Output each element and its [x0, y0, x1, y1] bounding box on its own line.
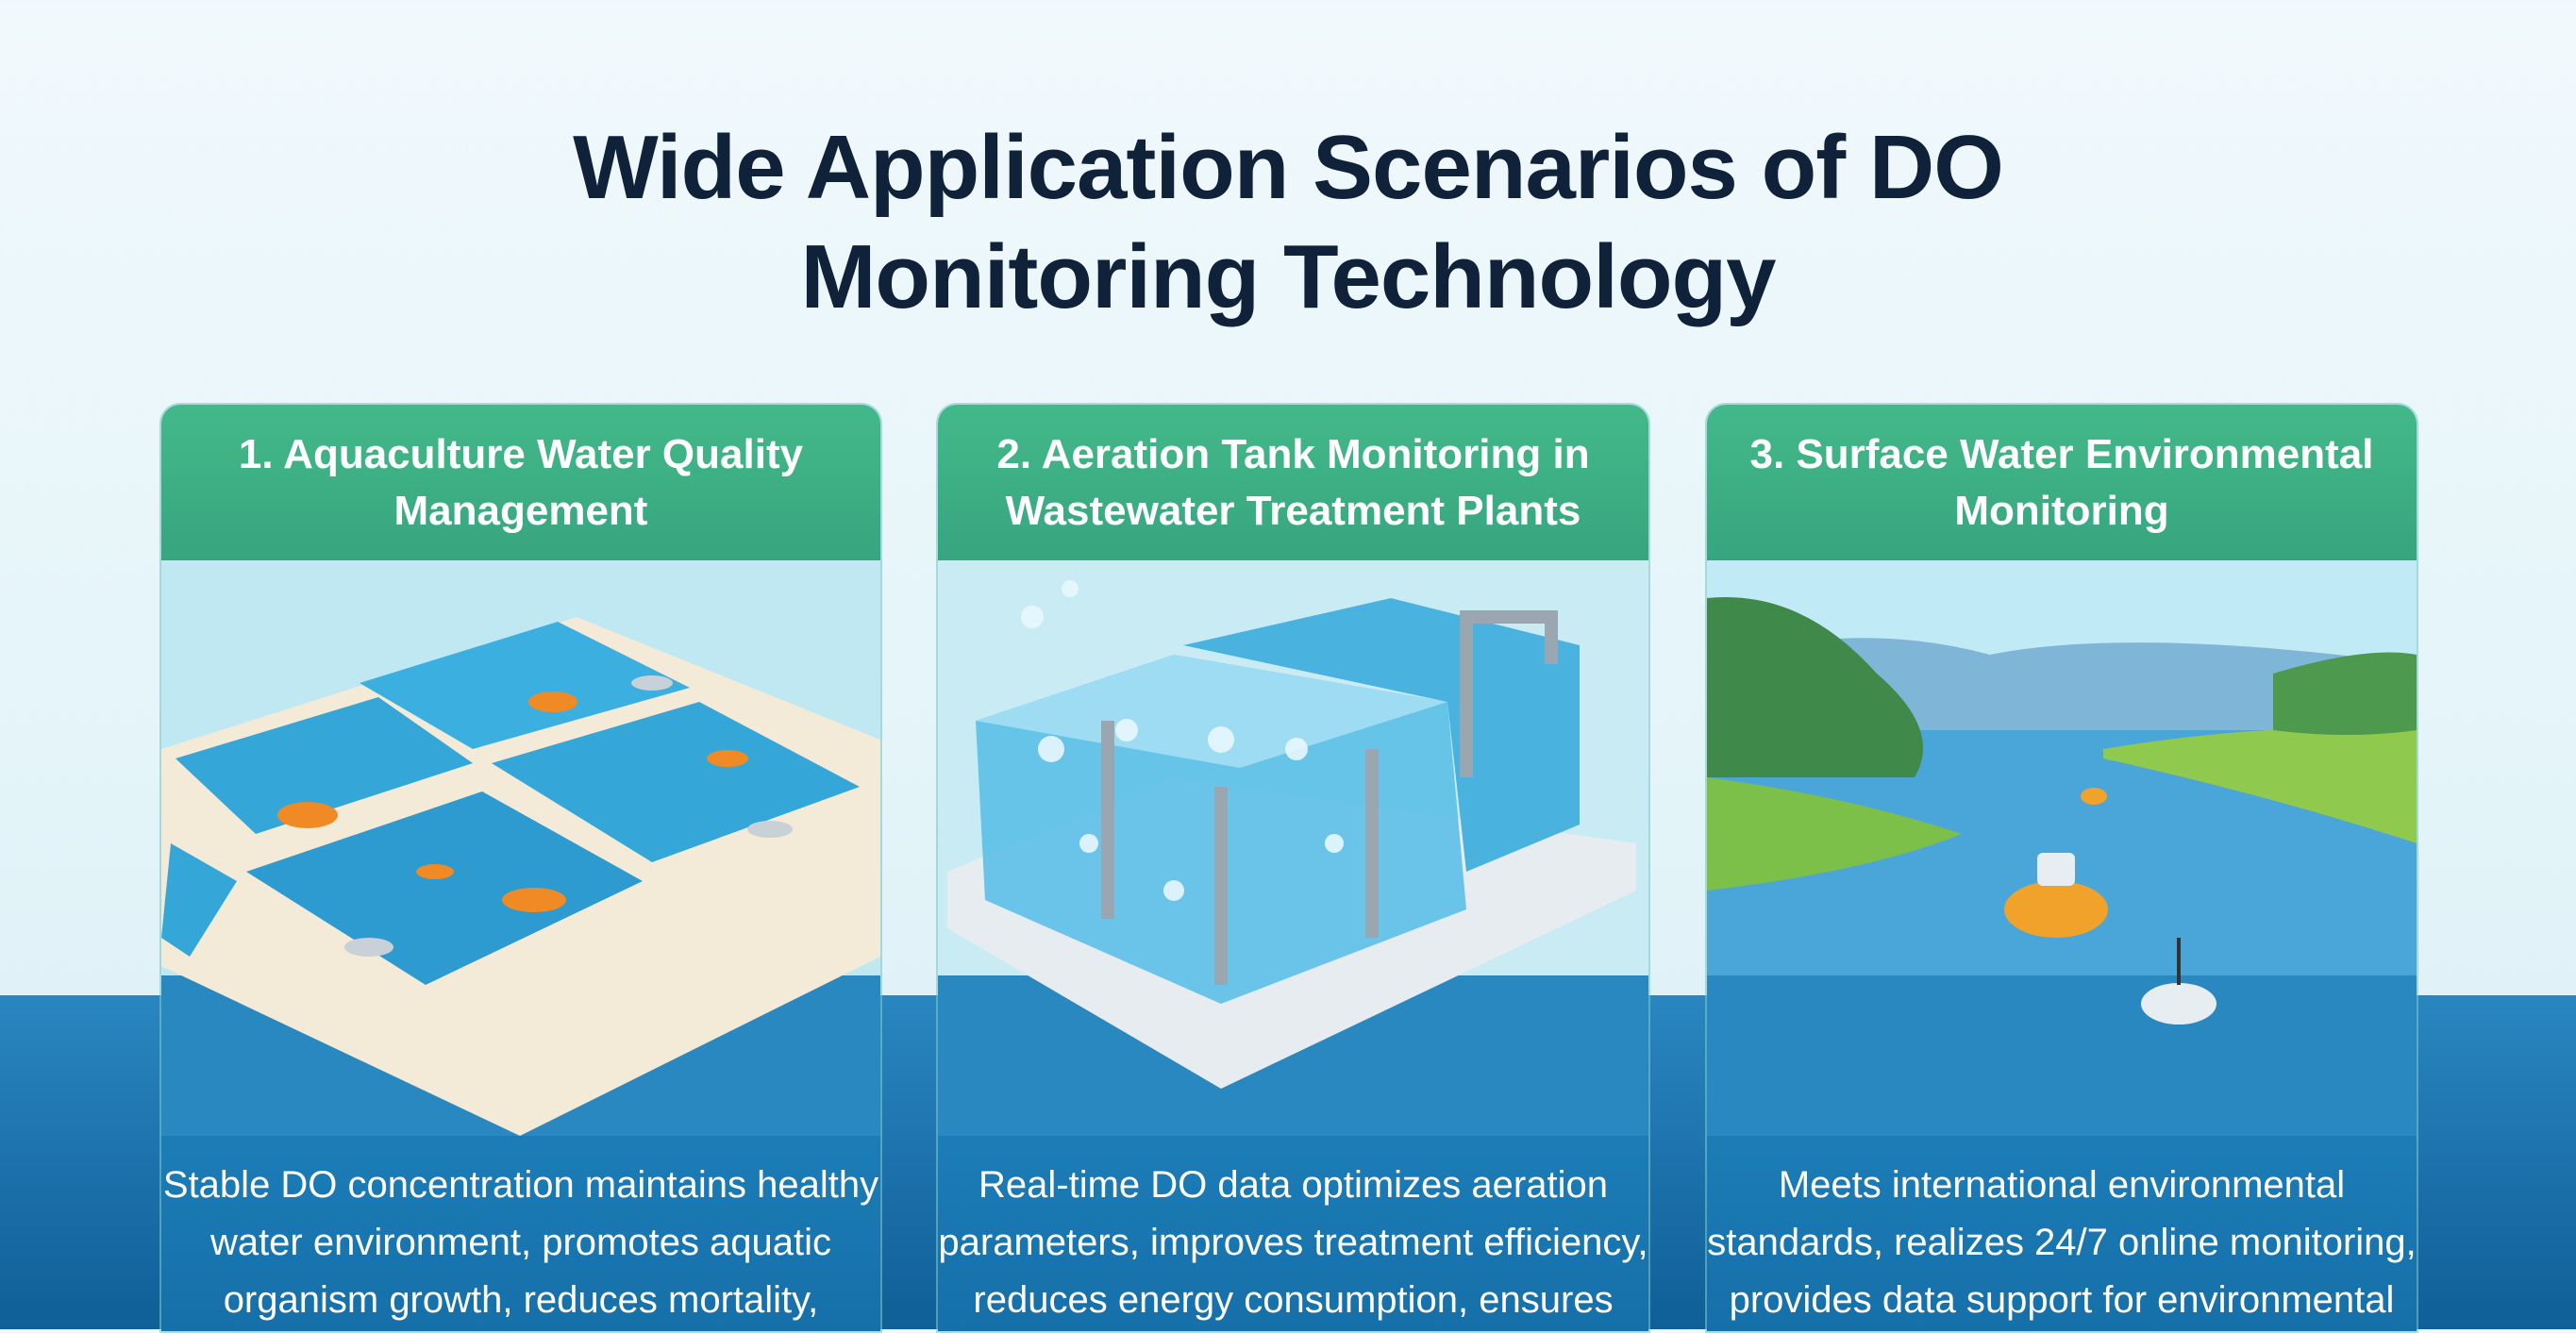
card-description: Meets international environmental standa… [1707, 1136, 2417, 1331]
card-aquaculture: 1. Aquaculture Water Quality Management … [159, 403, 882, 1333]
aeration-tank-illustration [938, 560, 1648, 1136]
page-title: Wide Application Scenarios of DO Monitor… [0, 113, 2576, 332]
card-heading: 3. Surface Water Environmental Monitorin… [1707, 405, 2417, 560]
title-line-1: Wide Application Scenarios of DO [573, 117, 2004, 218]
card-surface-water: 3. Surface Water Environmental Monitorin… [1705, 403, 2418, 1333]
card-aeration-tank: 2. Aeration Tank Monitoring in Wastewate… [936, 403, 1650, 1333]
title-line-2: Monitoring Technology [800, 226, 1776, 327]
aquaculture-ponds-illustration [161, 560, 880, 1136]
card-description: Stable DO concentration maintains health… [161, 1136, 880, 1331]
card-heading: 1. Aquaculture Water Quality Management [161, 405, 880, 560]
card-heading: 2. Aeration Tank Monitoring in Wastewate… [938, 405, 1648, 560]
river-monitoring-illustration [1707, 560, 2417, 1136]
card-description: Real-time DO data optimizes aeration par… [938, 1136, 1648, 1331]
